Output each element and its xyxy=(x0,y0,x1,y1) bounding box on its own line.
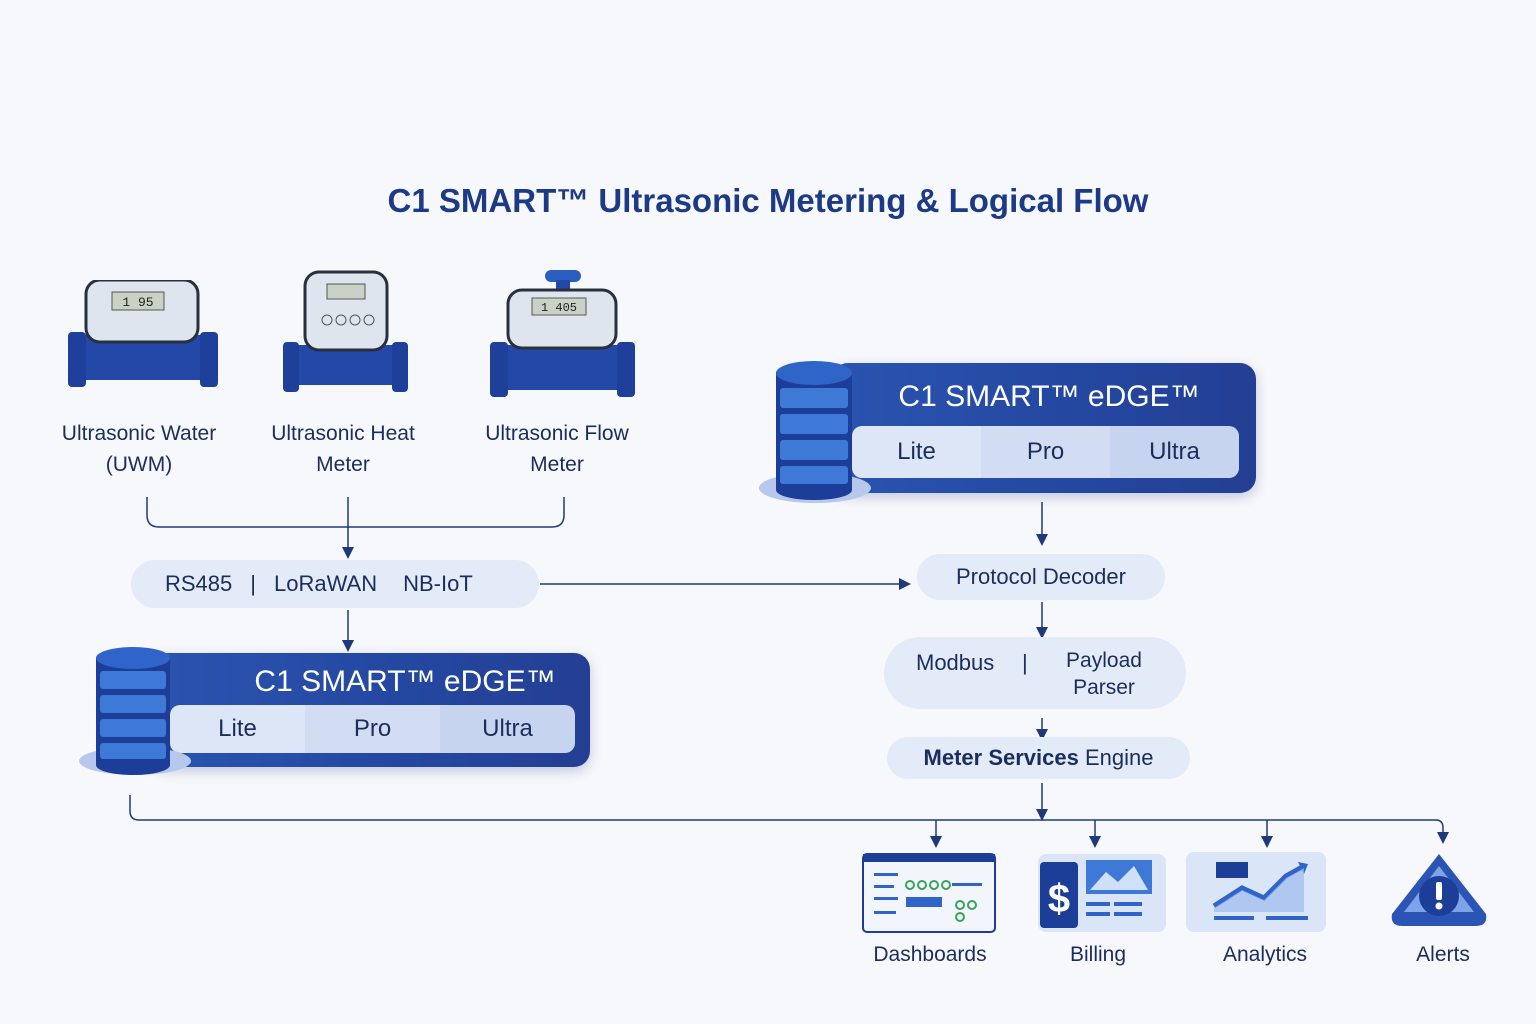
engine-rest-label: Engine xyxy=(1078,745,1154,770)
meter-label-flow: Ultrasonic Flow Meter xyxy=(447,418,667,480)
payload-parser-label: Payload Parser xyxy=(1044,647,1164,701)
output-label-dashboards: Dashboards xyxy=(873,943,987,966)
edge-box-right: C1 SMART™ eDGE™ Lite Pro Ultra xyxy=(832,363,1256,493)
protocol-nbiot: NB-IoT xyxy=(403,571,473,596)
protocols-pill: RS485 | LoRaWAN NB-IoT xyxy=(131,560,539,608)
edge-title: C1 SMART™ eDGE™ xyxy=(254,665,556,698)
heat-meter-image xyxy=(283,270,408,395)
tier-pro: Pro xyxy=(305,705,440,753)
modbus-label: Modbus xyxy=(916,650,995,675)
edge-title: C1 SMART™ eDGE™ xyxy=(898,380,1200,413)
protocol-separator: | xyxy=(250,571,256,596)
payload-parser-line1: Payload xyxy=(1066,649,1142,672)
tier-lite: Lite xyxy=(170,705,305,753)
output-label-analytics: Analytics xyxy=(1222,943,1308,966)
modbus-parser-pill: Modbus | Payload Parser xyxy=(884,637,1186,709)
svg-text:1 95: 1 95 xyxy=(122,295,153,310)
svg-text:$: $ xyxy=(1048,877,1070,921)
billing-icon: $ xyxy=(1018,848,1168,933)
diagram-title: C1 SMART™ Ultrasonic Metering & Logical … xyxy=(387,182,1149,219)
database-icon xyxy=(78,645,193,780)
output-label-billing: Billing xyxy=(1069,943,1127,966)
tier-ultra: Ultra xyxy=(440,705,575,753)
meter-label-line2: (UWM) xyxy=(105,453,173,476)
payload-parser-line2: Parser xyxy=(1073,676,1135,699)
protocol-decoder: Protocol Decoder xyxy=(917,554,1165,600)
water-meter-image: 1 95 xyxy=(68,278,218,395)
analytics-icon xyxy=(1186,848,1328,933)
svg-text:1 405: 1 405 xyxy=(541,301,577,315)
meter-label-heat: Ultrasonic Heat Meter xyxy=(233,418,453,480)
edge-tiers: Lite Pro Ultra xyxy=(170,705,575,753)
tier-ultra: Ultra xyxy=(1110,426,1239,478)
protocol-lorawan: LoRaWAN xyxy=(274,571,378,596)
meter-label-line1: Ultrasonic Flow xyxy=(485,422,629,445)
alert-icon xyxy=(1388,850,1490,930)
tier-lite: Lite xyxy=(852,426,981,478)
meter-label-line1: Ultrasonic Water xyxy=(61,422,217,445)
tier-pro: Pro xyxy=(981,426,1110,478)
meter-label-line2: Meter xyxy=(316,453,370,476)
database-icon xyxy=(758,358,873,508)
edge-box-left: C1 SMART™ eDGE™ Lite Pro Ultra xyxy=(150,653,590,767)
protocol-rs485: RS485 xyxy=(165,571,233,596)
meter-label-line2: Meter xyxy=(530,453,584,476)
meter-label-line1: Ultrasonic Heat xyxy=(271,422,415,445)
output-label-alerts: Alerts xyxy=(1416,943,1470,966)
edge-tiers: Lite Pro Ultra xyxy=(852,426,1239,478)
meter-label-water: Ultrasonic Water (UWM) xyxy=(29,418,249,480)
engine-bold-label: Meter Services xyxy=(923,745,1079,770)
dashboard-icon xyxy=(862,853,996,933)
modbus-separator: | xyxy=(1022,650,1028,675)
meter-services-engine: Meter Services Engine xyxy=(887,737,1190,779)
flow-meter-image: 1 405 xyxy=(490,270,635,400)
